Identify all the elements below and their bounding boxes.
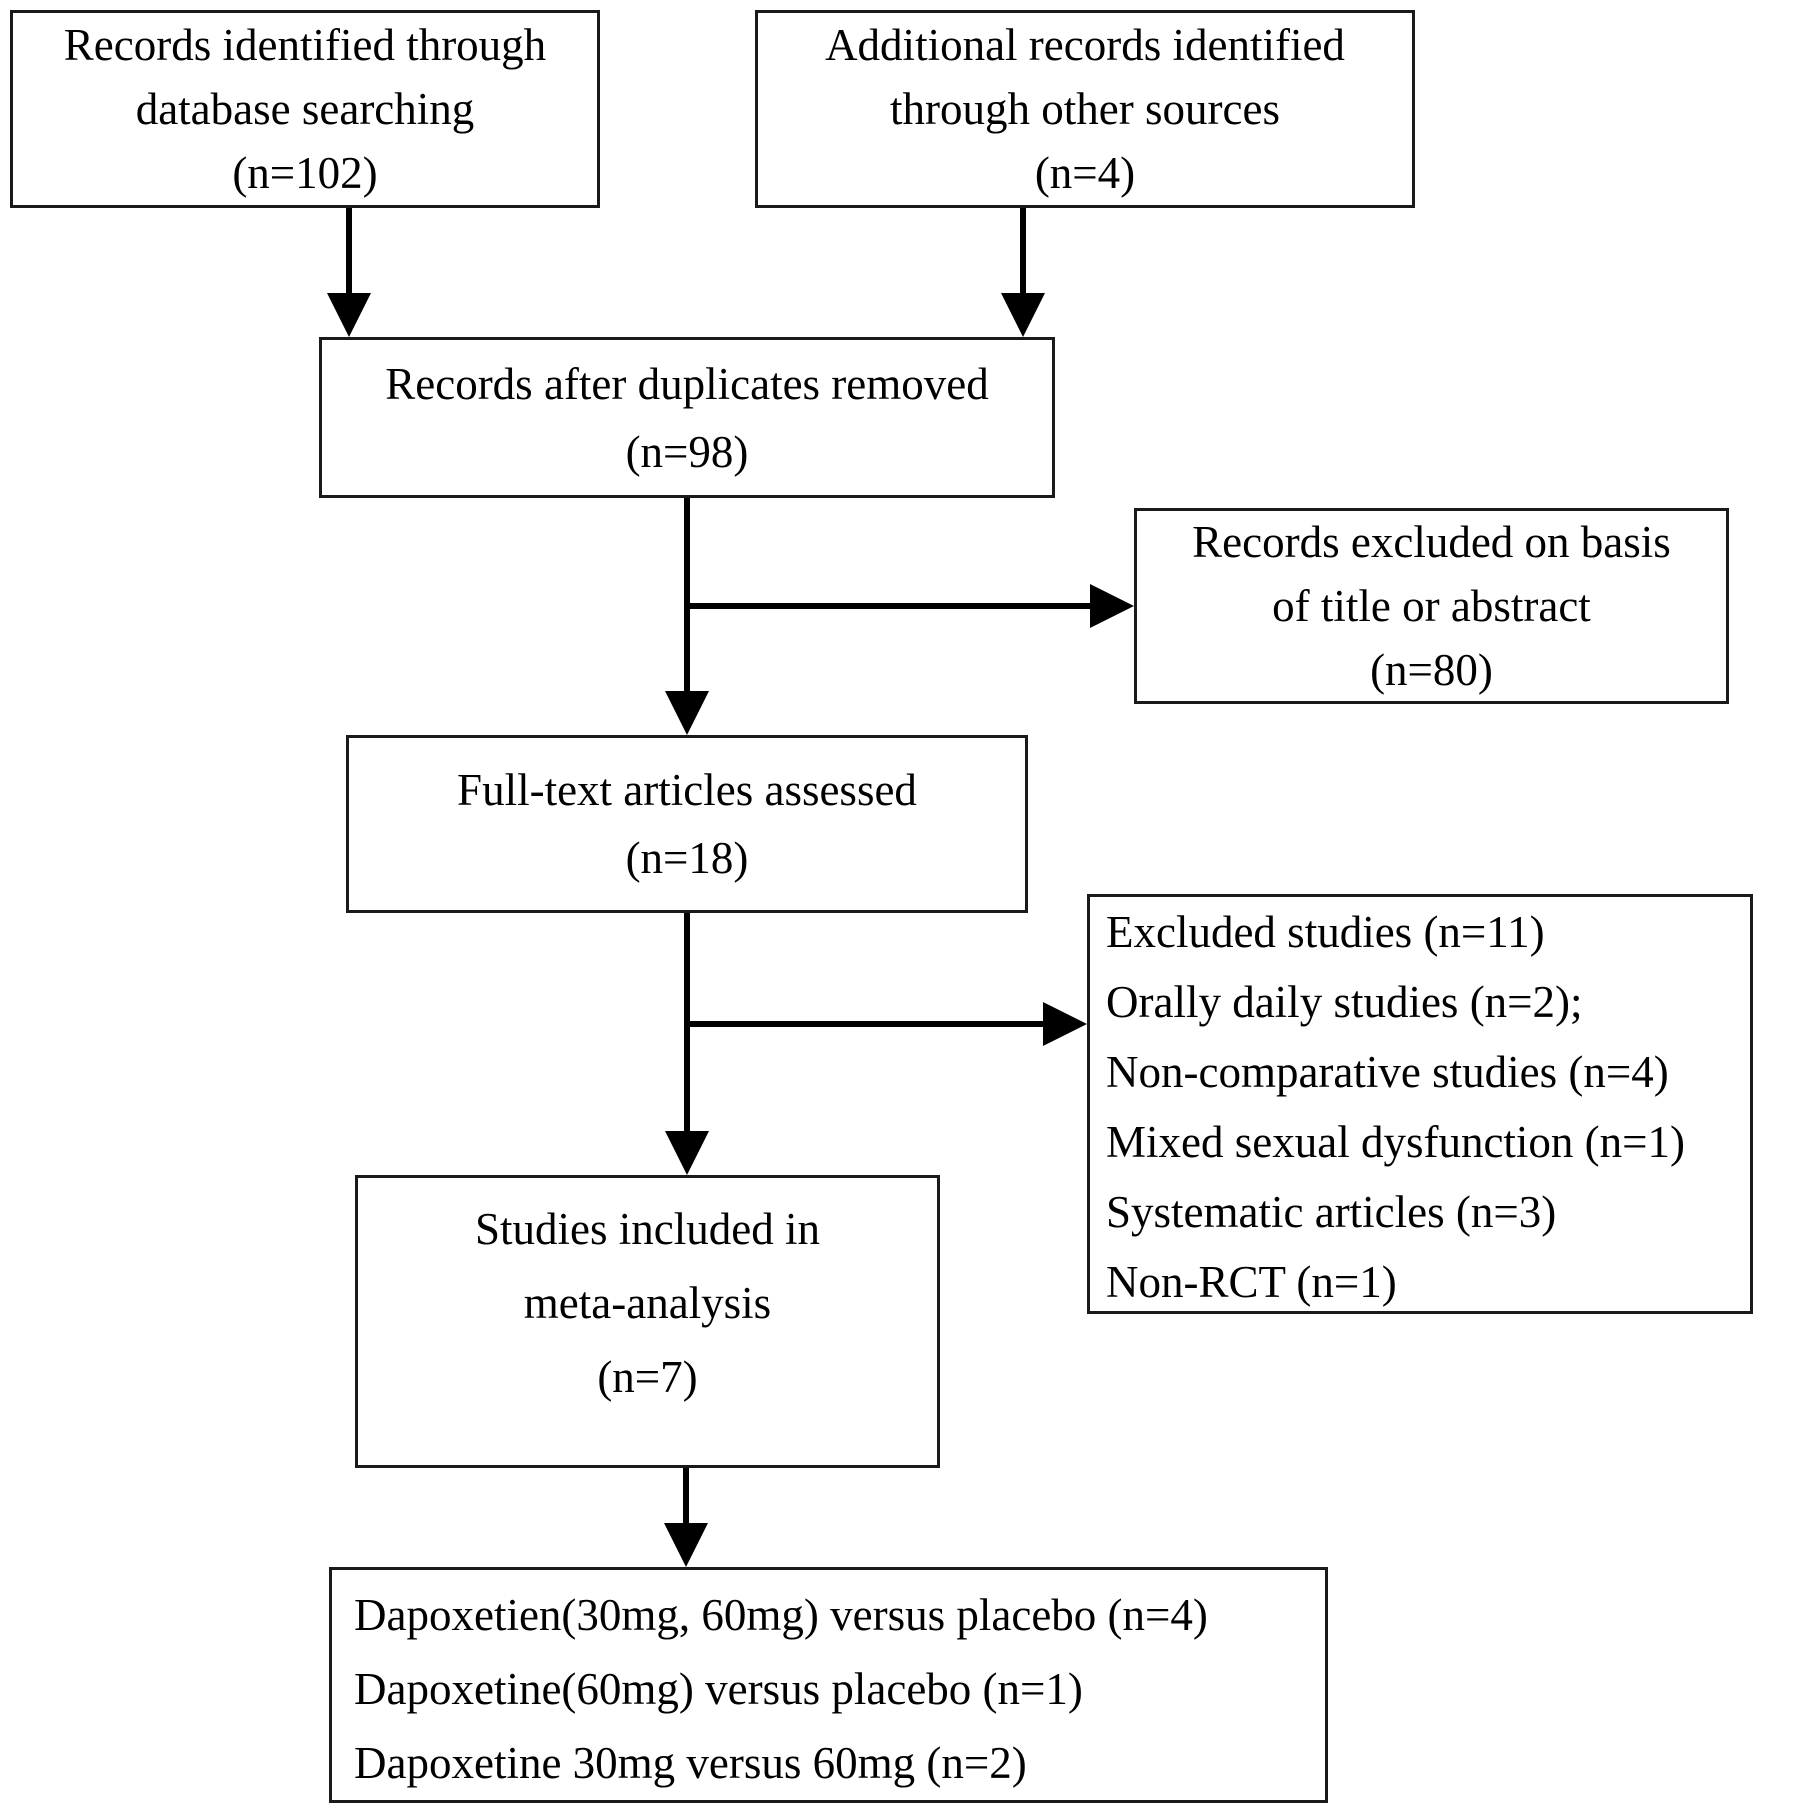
arrow-included-to-comparisons-head-icon <box>664 1523 708 1567</box>
arrow-additional-to-duplicates-head-icon <box>1001 293 1045 337</box>
node-text-line: Additional records identified <box>825 20 1345 70</box>
arrow-branch-to-records-excluded-head-icon <box>1090 584 1134 628</box>
node-text-line: (n=4) <box>1034 148 1136 198</box>
node-text-line: Dapoxetine 30mg versus 60mg (n=2) <box>354 1738 1027 1788</box>
node-records-excluded: Records excluded on basis of title or ab… <box>1134 508 1729 704</box>
node-text-line: Dapoxetine(60mg) versus placebo (n=1) <box>354 1664 1083 1714</box>
node-text-line: (n=102) <box>232 148 378 198</box>
node-text-line: (n=18) <box>625 833 749 883</box>
node-text-line: (n=80) <box>1370 645 1493 695</box>
arrow-branch-to-records-excluded-line <box>684 603 1092 609</box>
arrow-included-to-comparisons-line <box>683 1468 689 1525</box>
node-final-comparisons: Dapoxetien(30mg, 60mg) versus placebo (n… <box>329 1567 1328 1803</box>
node-text-line: database searching <box>135 84 475 134</box>
arrow-branch-to-excluded-studies-line <box>684 1021 1045 1027</box>
node-text-line: Records identified through <box>63 20 547 70</box>
arrow-additional-to-duplicates-line <box>1020 208 1026 295</box>
arrow-duplicates-to-fulltext-head-icon <box>665 691 709 735</box>
node-included-meta-analysis: Studies included in meta-analysis (n=7) <box>355 1175 940 1468</box>
node-text-line: Non-comparative studies (n=4) <box>1106 1047 1669 1097</box>
node-text-line: Records excluded on basis <box>1192 517 1671 567</box>
node-text-line: Studies included in <box>475 1204 820 1254</box>
node-after-duplicates: Records after duplicates removed (n=98) <box>319 337 1055 498</box>
node-text-line: (n=98) <box>625 426 749 477</box>
node-text-line: Mixed sexual dysfunction (n=1) <box>1106 1117 1686 1167</box>
arrow-branch-to-excluded-studies-head-icon <box>1043 1002 1087 1046</box>
node-text-line: Full-text articles assessed <box>457 765 917 815</box>
node-text-line: Non-RCT (n=1) <box>1106 1257 1397 1307</box>
arrow-duplicates-to-fulltext-line <box>684 498 690 693</box>
node-text-line: Excluded studies (n=11) <box>1106 907 1545 957</box>
arrow-identified-to-duplicates-line <box>346 208 352 295</box>
node-text-line: (n=7) <box>597 1352 698 1402</box>
node-additional-records: Additional records identified through ot… <box>755 10 1415 208</box>
node-records-identified: Records identified through database sear… <box>10 10 600 208</box>
node-text-line: Orally daily studies (n=2); <box>1106 977 1583 1027</box>
node-text-line: through other sources <box>890 84 1280 134</box>
node-excluded-studies: Excluded studies (n=11) Orally daily stu… <box>1087 894 1753 1314</box>
node-text-line: Systematic articles (n=3) <box>1106 1187 1557 1237</box>
arrow-identified-to-duplicates-head-icon <box>327 293 371 337</box>
node-text-line: Dapoxetien(30mg, 60mg) versus placebo (n… <box>354 1590 1208 1640</box>
node-text-line: meta-analysis <box>523 1278 772 1328</box>
node-text-line: of title or abstract <box>1272 581 1591 631</box>
arrow-fulltext-to-included-head-icon <box>665 1131 709 1175</box>
node-fulltext-assessed: Full-text articles assessed (n=18) <box>346 735 1028 913</box>
node-text-line: Records after duplicates removed <box>385 358 989 409</box>
